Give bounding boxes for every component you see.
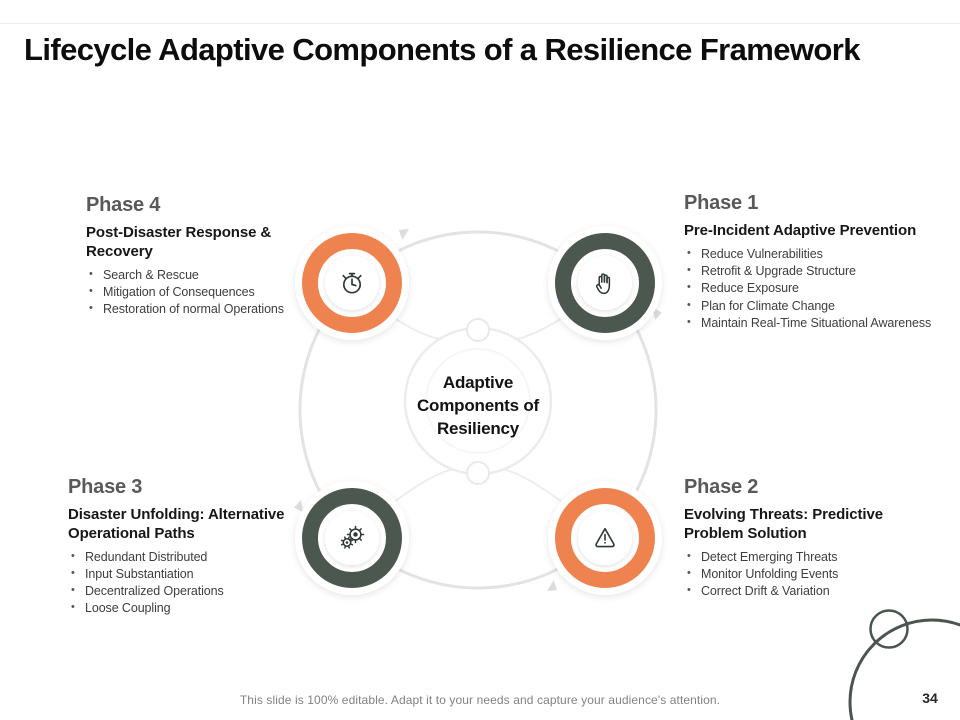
hub-bead-top <box>466 318 490 342</box>
bullet-item: Plan for Climate Change <box>684 298 956 315</box>
hub-label-line: Resiliency <box>436 418 520 438</box>
bullet-item: Restoration of normal Operations <box>86 301 286 318</box>
hub-label-line: Adaptive <box>442 373 514 392</box>
cycle-arrow-ring <box>294 229 662 591</box>
bullet-item: Loose Coupling <box>68 600 300 617</box>
bullet-item: Mitigation of Consequences <box>86 284 286 301</box>
bullet-item: Decentralized Operations <box>68 583 300 600</box>
phase-3-section: Phase 3 Disaster Unfolding: Alternative … <box>68 476 300 618</box>
phase-2-bullet-list: Detect Emerging Threats Monitor Unfoldin… <box>684 549 924 601</box>
phase-1-ring <box>548 226 662 340</box>
page-title: Lifecycle Adaptive Components of a Resil… <box>24 32 860 67</box>
phase-3-ring <box>295 481 409 595</box>
phase-4-heading: Post-Disaster Response & Recovery <box>86 224 272 260</box>
phase-1-heading: Pre-Incident Adaptive Prevention <box>684 222 917 239</box>
phase-3-label: Phase 3 <box>68 476 143 498</box>
phase-1-label: Phase 1 <box>684 192 759 214</box>
phase-1-section: Phase 1 Pre-Incident Adaptive Prevention… <box>684 192 956 332</box>
warning-triangle-icon <box>595 527 615 548</box>
stop-hand-icon <box>595 273 611 295</box>
bullet-item: Reduce Vulnerabilities <box>684 246 956 263</box>
arrowhead-top-left <box>398 229 409 240</box>
bullet-item: Reduce Exposure <box>684 280 956 297</box>
page-number: 34 <box>922 690 938 706</box>
phase-2-heading: Evolving Threats: Predictive Problem Sol… <box>684 506 883 542</box>
phase-4-ring <box>295 226 409 340</box>
bullet-item: Search & Rescue <box>86 267 286 284</box>
hub-label: Adaptive Components of Resiliency <box>398 372 558 441</box>
bullet-item: Input Substantiation <box>68 566 300 583</box>
phase-2-ring <box>548 481 662 595</box>
top-divider <box>0 23 960 24</box>
hub-circle <box>403 318 553 485</box>
phase-4-label: Phase 4 <box>86 194 161 216</box>
bullet-item: Correct Drift & Variation <box>684 583 924 600</box>
footer-note: This slide is 100% editable. Adapt it to… <box>239 693 721 707</box>
phase-1-bullet-list: Reduce Vulnerabilities Retrofit & Upgrad… <box>684 246 956 332</box>
bullet-item: Retrofit & Upgrade Structure <box>684 263 956 280</box>
phase-2-section: Phase 2 Evolving Threats: Predictive Pro… <box>684 476 924 600</box>
bullet-item: Redundant Distributed <box>68 549 300 566</box>
stopwatch-icon <box>342 272 362 294</box>
hub-label-line: Components of <box>416 395 540 415</box>
bullet-item: Detect Emerging Threats <box>684 549 924 566</box>
phase-3-bullet-list: Redundant Distributed Input Substantiati… <box>68 549 300 618</box>
arrowhead-right <box>652 307 662 320</box>
arrowhead-left <box>294 500 304 513</box>
phase-4-section: Phase 4 Post-Disaster Response & Recover… <box>86 194 286 318</box>
bullet-item: Monitor Unfolding Events <box>684 566 924 583</box>
gears-icon <box>340 525 365 549</box>
phase-4-bullet-list: Search & Rescue Mitigation of Consequenc… <box>86 267 286 319</box>
phase-2-label: Phase 2 <box>684 476 759 498</box>
corner-decoration-circles <box>848 609 960 720</box>
hub-bead-bottom <box>466 461 490 485</box>
arrowhead-bottom-right <box>547 580 558 591</box>
bullet-item: Maintain Real-Time Situational Awareness <box>684 315 956 332</box>
phase-3-heading: Disaster Unfolding: Alternative Operatio… <box>68 506 285 542</box>
